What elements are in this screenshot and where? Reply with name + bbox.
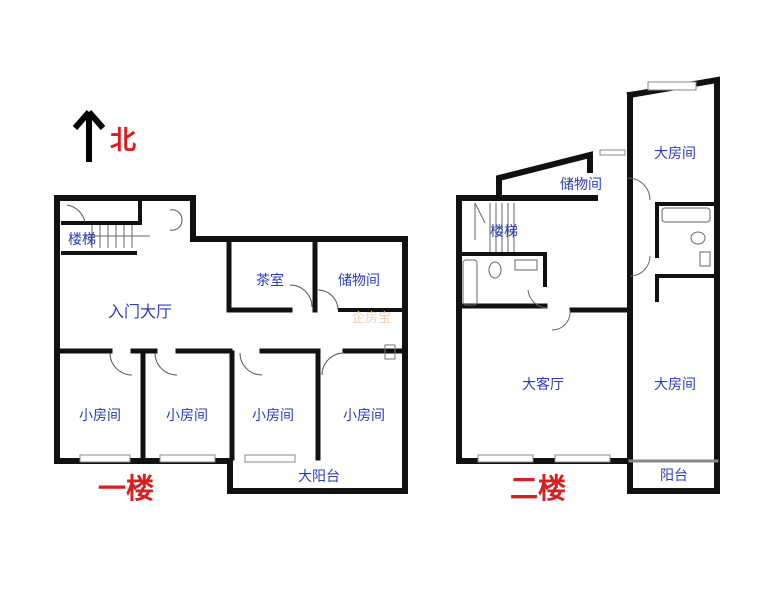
floor1-windows bbox=[79, 454, 296, 463]
f1-lobby-label: 入门大厅 bbox=[107, 302, 173, 321]
f2-balcony-label: 阳台 bbox=[660, 468, 688, 484]
f1-stairs-label: 楼梯 bbox=[68, 232, 96, 248]
floor2-title: 二楼 bbox=[509, 472, 567, 505]
f1-storage-label: 储物间 bbox=[338, 273, 380, 289]
floor1-title: 一楼 bbox=[97, 472, 155, 505]
f2-storage-label: 储物间 bbox=[560, 177, 602, 193]
f1-small-room-4-label: 小房间 bbox=[343, 408, 385, 424]
f1-small-room-1-label: 小房间 bbox=[79, 408, 121, 424]
f1-big-balcony-label: 大阳台 bbox=[298, 469, 340, 485]
floor2-stair-treads bbox=[489, 203, 515, 252]
f2-living-room-label: 大客厅 bbox=[522, 377, 564, 393]
f2-big-room-north-label: 大房间 bbox=[654, 146, 696, 162]
north-arrow-icon bbox=[72, 110, 106, 162]
floor1-walls bbox=[54, 195, 408, 494]
floor1-stair-treads bbox=[85, 225, 150, 248]
floor2-windows bbox=[477, 81, 697, 463]
floor1-toilet-icon bbox=[384, 344, 396, 360]
f1-small-room-2-label: 小房间 bbox=[166, 408, 208, 424]
floor1-door-arcs bbox=[66, 204, 345, 376]
f2-big-room-south-label: 大房间 bbox=[654, 377, 696, 393]
f1-tea-room-label: 茶室 bbox=[256, 273, 284, 289]
watermark: 企房宝 bbox=[352, 311, 392, 326]
floor2-fixtures bbox=[462, 177, 711, 331]
f2-stairs-label: 楼梯 bbox=[490, 224, 518, 240]
f1-small-room-3-label: 小房间 bbox=[252, 408, 294, 424]
floor2-walls bbox=[456, 76, 720, 494]
north-label: 北 bbox=[110, 126, 137, 156]
